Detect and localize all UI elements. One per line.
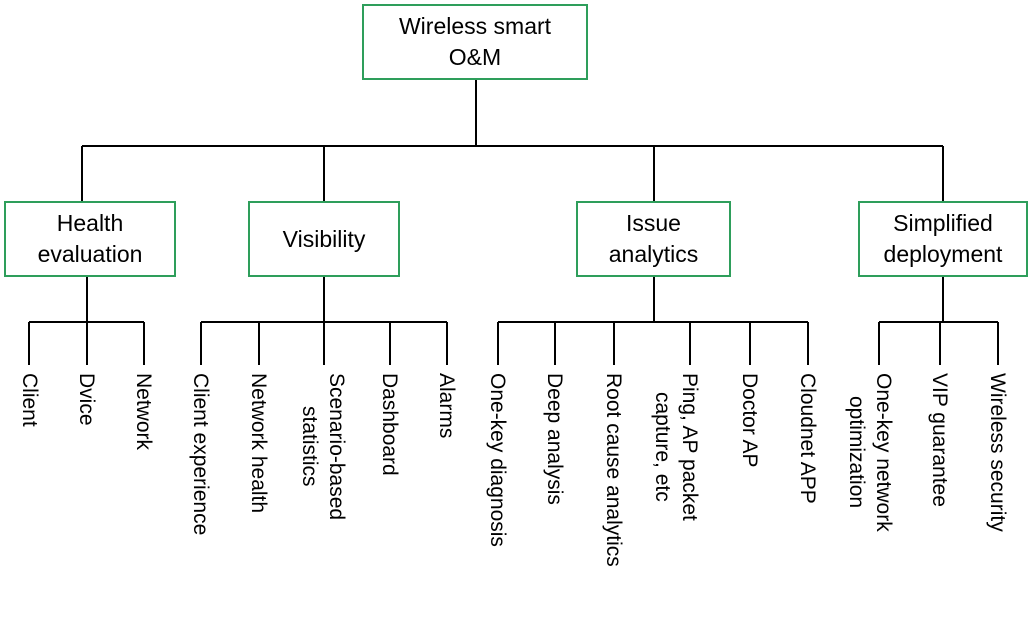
category-simplified-deployment: Simplified deployment	[858, 201, 1028, 277]
leaf-label: Alarms	[435, 373, 458, 439]
leaf-label: Client	[18, 373, 41, 427]
leaf-network-health: Network health	[245, 373, 272, 513]
leaf-root-cause-analytics: Root cause analytics	[600, 373, 627, 567]
leaf-wireless-security: Wireless security	[984, 373, 1011, 532]
category-visibility: Visibility	[248, 201, 400, 277]
root-label-line1: Wireless smart	[398, 13, 552, 39]
category-label-line1: Visibility	[282, 225, 366, 252]
category-label-line1: Health	[56, 210, 124, 236]
category-issue-analytics: Issue analytics	[576, 201, 731, 277]
leaf-alarms: Alarms	[433, 373, 460, 438]
leaf-scenario-based-statistics: Scenario-based statistics	[296, 373, 350, 520]
leaf-network: Network	[130, 373, 157, 450]
leaf-one-key-network-optimization: One-key network optimization	[843, 373, 897, 532]
category-label-line2: deployment	[883, 241, 1003, 267]
leaf-label: Dashboard	[378, 373, 401, 476]
leaf-label: Dvice	[75, 373, 98, 426]
leaf-dvice: Dvice	[73, 373, 100, 426]
leaf-client: Client	[16, 373, 43, 427]
leaf-label: Cloudnet APP	[796, 373, 819, 504]
leaf-label: Client experience	[189, 373, 212, 536]
leaf-label: Network health	[247, 373, 270, 514]
leaf-doctor-ap: Doctor AP	[736, 373, 763, 468]
leaf-label: One-key diagnosis	[486, 373, 509, 547]
leaf-dashboard: Dashboard	[376, 373, 403, 476]
leaf-label: Root cause analytics	[602, 373, 625, 567]
leaf-client-experience: Client experience	[187, 373, 214, 535]
leaf-label: Network	[132, 373, 155, 451]
category-label-line2: evaluation	[37, 241, 143, 267]
leaf-vip-guarantee: VIP guarantee	[926, 373, 953, 507]
category-label-line1: Issue	[626, 210, 681, 236]
leaf-ping-ap-packet-capture: Ping, AP packet capture, etc	[649, 373, 703, 521]
leaf-label-line2: optimization	[845, 396, 868, 509]
leaf-label-line1: One-key network	[872, 373, 895, 532]
leaf-deep-analysis: Deep analysis	[541, 373, 568, 505]
root-node: Wireless smart O&M	[362, 4, 588, 80]
leaf-label-line2: capture, etc	[651, 392, 674, 502]
leaf-label: Deep analysis	[543, 373, 566, 505]
category-health-evaluation: Health evaluation	[4, 201, 176, 277]
leaf-label: VIP guarantee	[928, 373, 951, 507]
leaf-label: Wireless security	[986, 373, 1009, 532]
leaf-label-line1: Ping, AP packet	[678, 373, 701, 521]
leaf-label-line1: Scenario-based	[325, 373, 348, 521]
root-label-line2: O&M	[448, 44, 502, 70]
leaf-one-key-diagnosis: One-key diagnosis	[484, 373, 511, 547]
category-label-line2: analytics	[608, 241, 699, 267]
leaf-label-line2: statistics	[298, 406, 321, 487]
leaf-cloudnet-app: Cloudnet APP	[794, 373, 821, 504]
leaf-label: Doctor AP	[738, 373, 761, 468]
category-label-line1: Simplified	[893, 210, 993, 236]
